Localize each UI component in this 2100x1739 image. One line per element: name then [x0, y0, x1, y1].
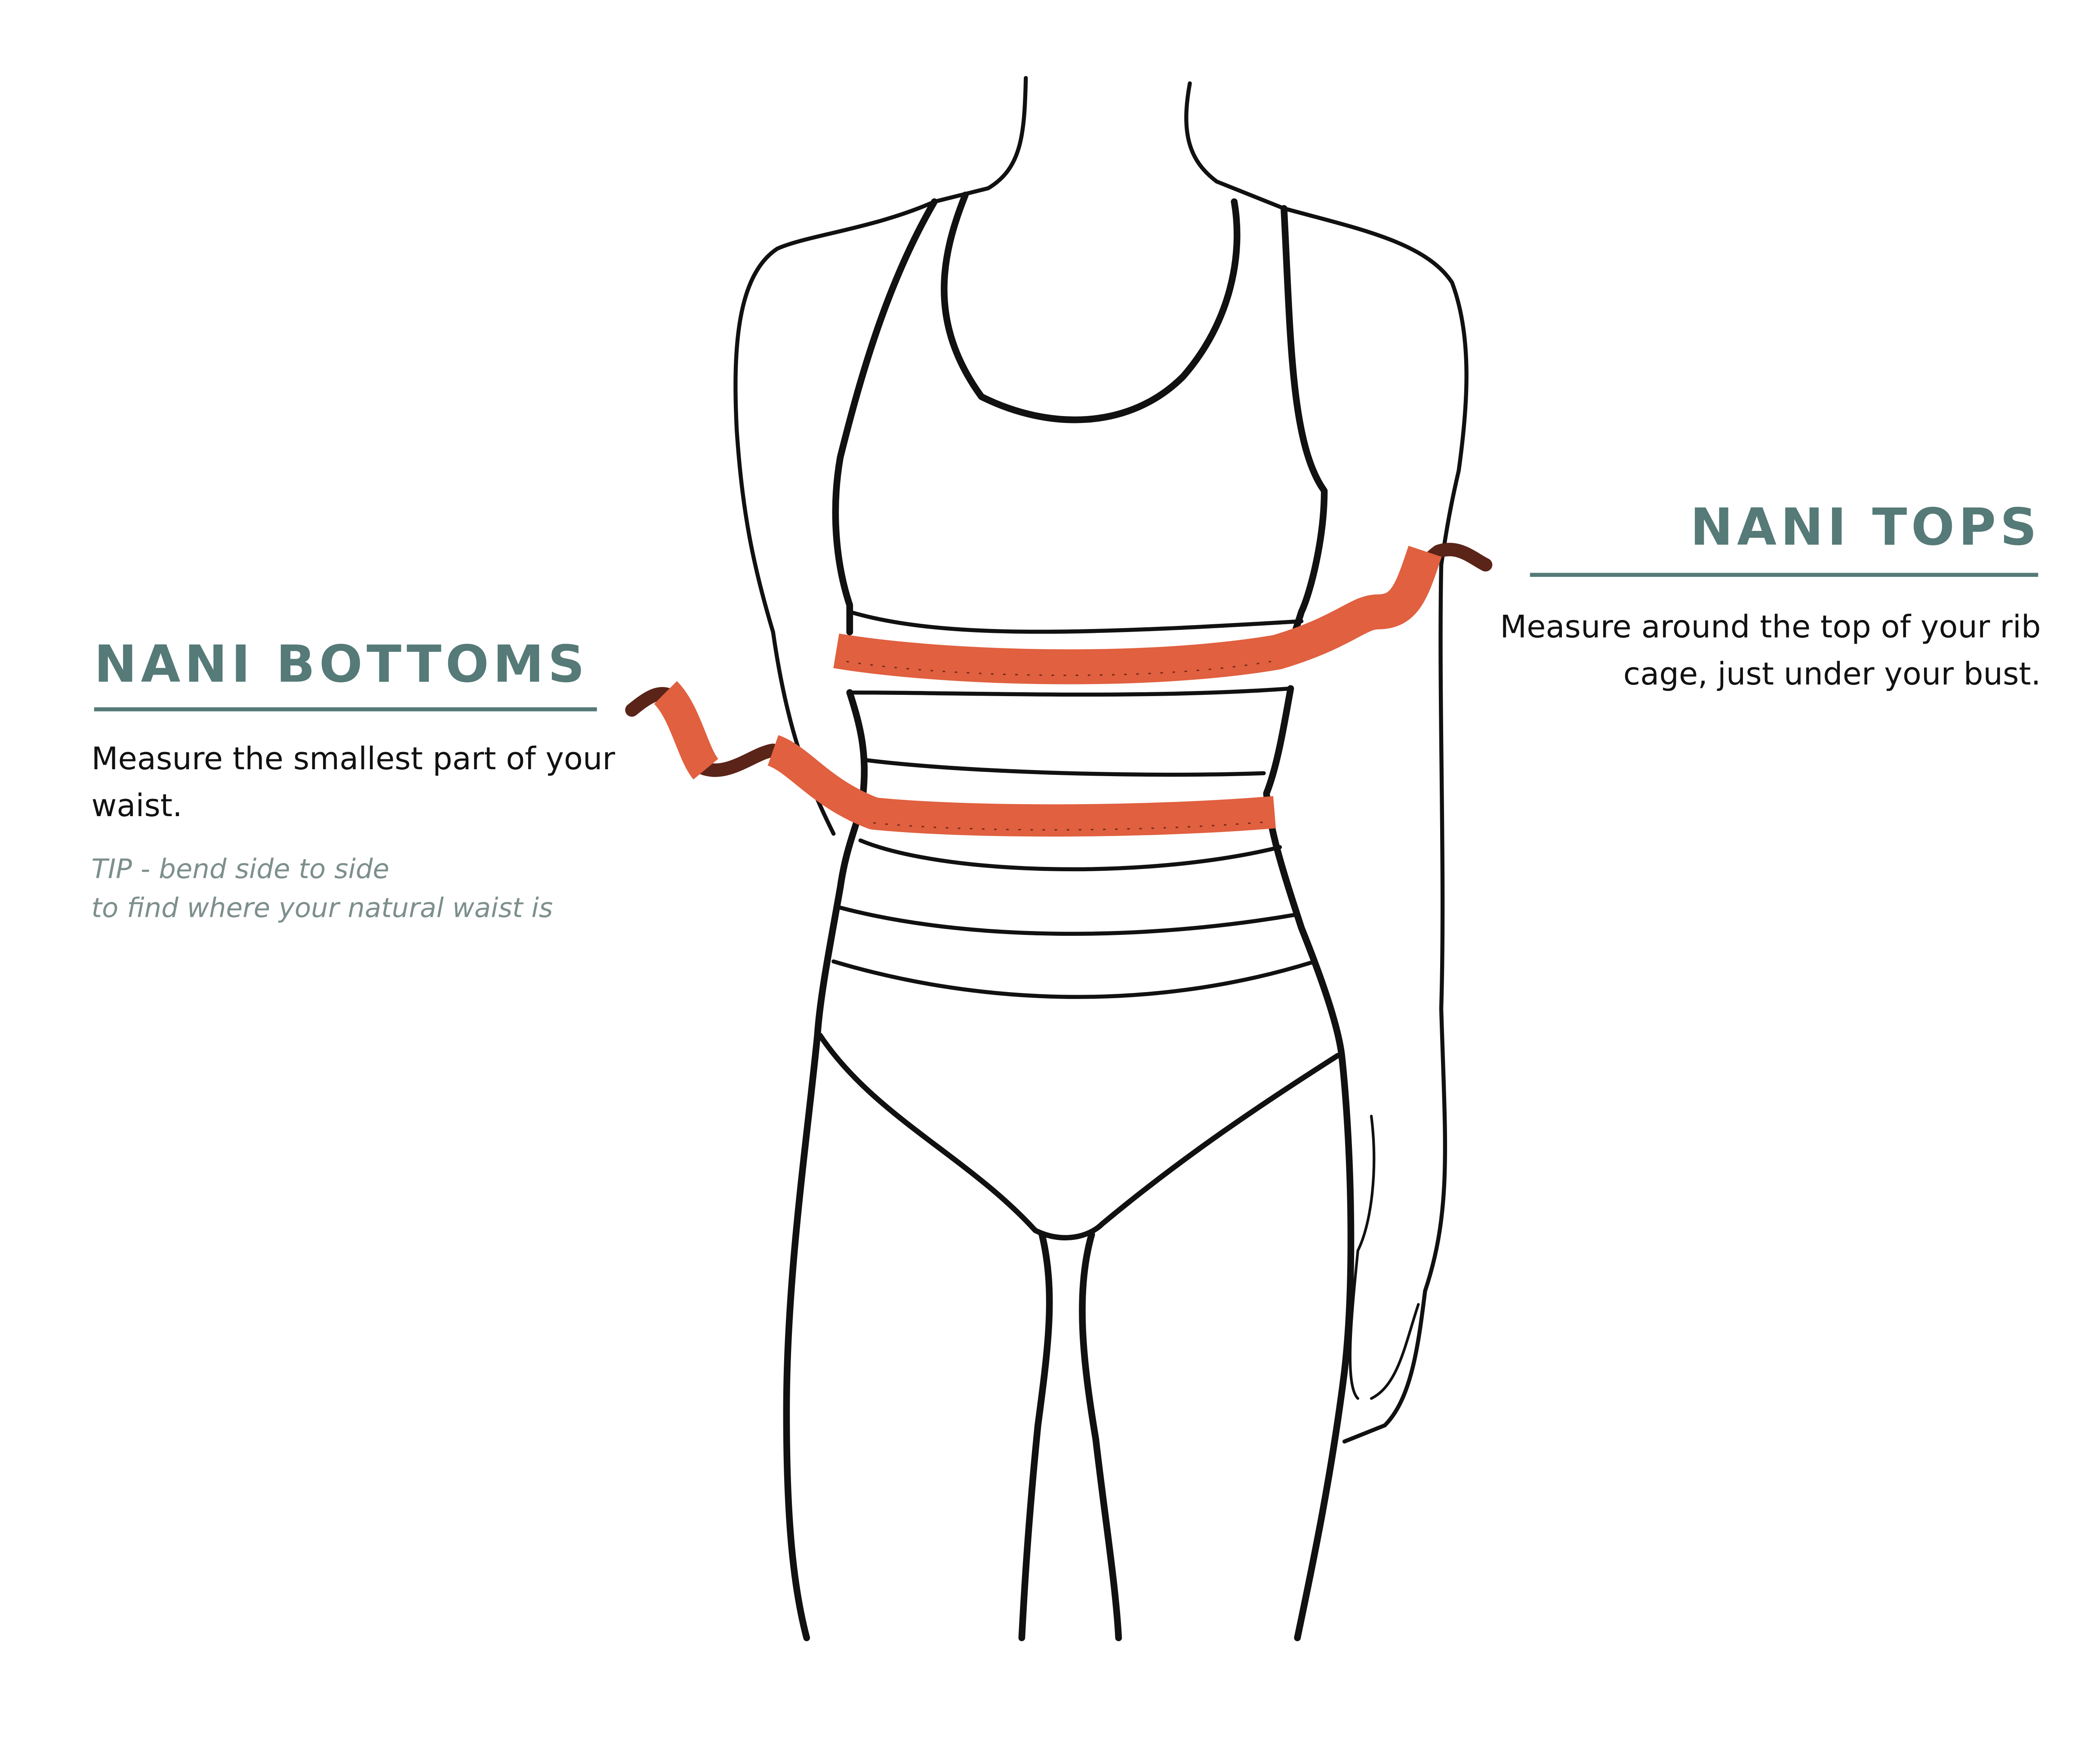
bra-band — [847, 610, 1304, 697]
waist-line — [858, 758, 1282, 872]
tape-top — [833, 546, 1442, 684]
tape-bottom-ticks — [873, 821, 1272, 831]
body-outline — [733, 76, 1028, 634]
bottoms-title: NANI BOTTOMS — [94, 635, 589, 694]
tops-divider — [1530, 573, 2038, 577]
body-outline — [1184, 81, 1469, 567]
bra-outline — [832, 198, 938, 635]
bra-outline — [1281, 205, 1328, 649]
tops-description: Measure around the top of your rib cage,… — [1500, 610, 2041, 693]
torso-left — [783, 689, 868, 1641]
right-hand — [1349, 1115, 1420, 1400]
tape-top-ticks — [846, 661, 1272, 676]
bikini-bottom — [831, 906, 1317, 999]
bottoms-tip: TIP - bend side to side to find where yo… — [92, 850, 553, 928]
torso-right — [1263, 685, 1355, 1641]
right-arm — [1342, 563, 1447, 1444]
inner-leg — [1018, 1231, 1122, 1641]
tip-line-2: to find where your natural waist is — [91, 891, 553, 924]
tops-title: NANI TOPS — [1690, 497, 2041, 557]
tape-bottom — [653, 681, 1276, 837]
bra-outline — [941, 191, 1241, 423]
bikini-bottom — [817, 1033, 1341, 1241]
bottoms-description: Measure the smallest part of your waist. — [91, 742, 616, 824]
tip-line-1: TIP - bend side to side — [91, 852, 390, 885]
bottoms-divider — [94, 707, 597, 712]
